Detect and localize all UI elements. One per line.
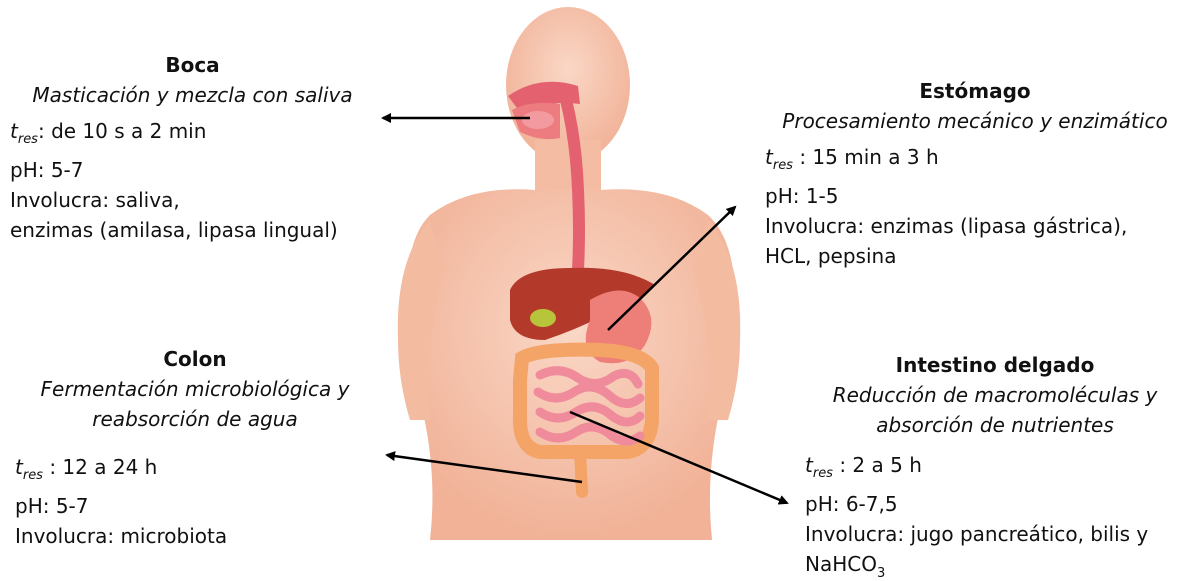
- boca-subtitle: Masticación y mezcla con saliva: [10, 80, 375, 110]
- rectum-organ: [580, 452, 582, 492]
- intestino-subtitle-1: Reducción de macromoléculas y: [805, 380, 1185, 410]
- estomago-residence-time: tres : 15 min a 3 h: [765, 142, 1185, 181]
- boca-involves-2: enzimas (amilasa, lipasa lingual): [10, 215, 375, 245]
- estomago-title: Estómago: [765, 76, 1185, 106]
- boca-involves-1: Involucra: saliva,: [10, 185, 375, 215]
- colon-involves-1: Involucra: microbiota: [15, 521, 375, 551]
- colon-residence-time: tres : 12 a 24 h: [15, 452, 375, 491]
- intestino-annotation: Intestino delgado Reducción de macromolé…: [805, 350, 1185, 579]
- intestino-title: Intestino delgado: [805, 350, 1185, 380]
- estomago-annotation: Estómago Procesamiento mecánico y enzimá…: [765, 76, 1185, 271]
- boca-residence-time: tres: de 10 s a 2 min: [10, 116, 375, 155]
- gallbladder-organ: [530, 309, 556, 327]
- boca-title: Boca: [10, 50, 375, 80]
- colon-subtitle-2: reabsorción de agua: [15, 404, 375, 434]
- boca-ph: pH: 5-7: [10, 155, 375, 185]
- boca-annotation: Boca Masticación y mezcla con saliva tre…: [10, 50, 375, 245]
- intestino-involves-1: Involucra: jugo pancreático, bilis y: [805, 519, 1185, 549]
- colon-title: Colon: [15, 344, 375, 374]
- intestino-subtitle-2: absorción de nutrientes: [805, 410, 1185, 440]
- colon-ph: pH: 5-7: [15, 491, 375, 521]
- intestino-ph: pH: 6-7,5: [805, 489, 1185, 519]
- colon-annotation: Colon Fermentación microbiológica y reab…: [15, 344, 375, 551]
- intestino-chemical: NaHCO3: [805, 549, 1185, 579]
- intestino-residence-time: tres : 2 a 5 h: [805, 450, 1185, 489]
- estomago-subtitle: Procesamiento mecánico y enzimático: [765, 106, 1185, 136]
- estomago-ph: pH: 1-5: [765, 181, 1185, 211]
- estomago-involves-1: Involucra: enzimas (lipasa gástrica),: [765, 211, 1185, 241]
- colon-subtitle-1: Fermentación microbiológica y: [15, 374, 375, 404]
- estomago-involves-2: HCL, pepsina: [765, 241, 1185, 271]
